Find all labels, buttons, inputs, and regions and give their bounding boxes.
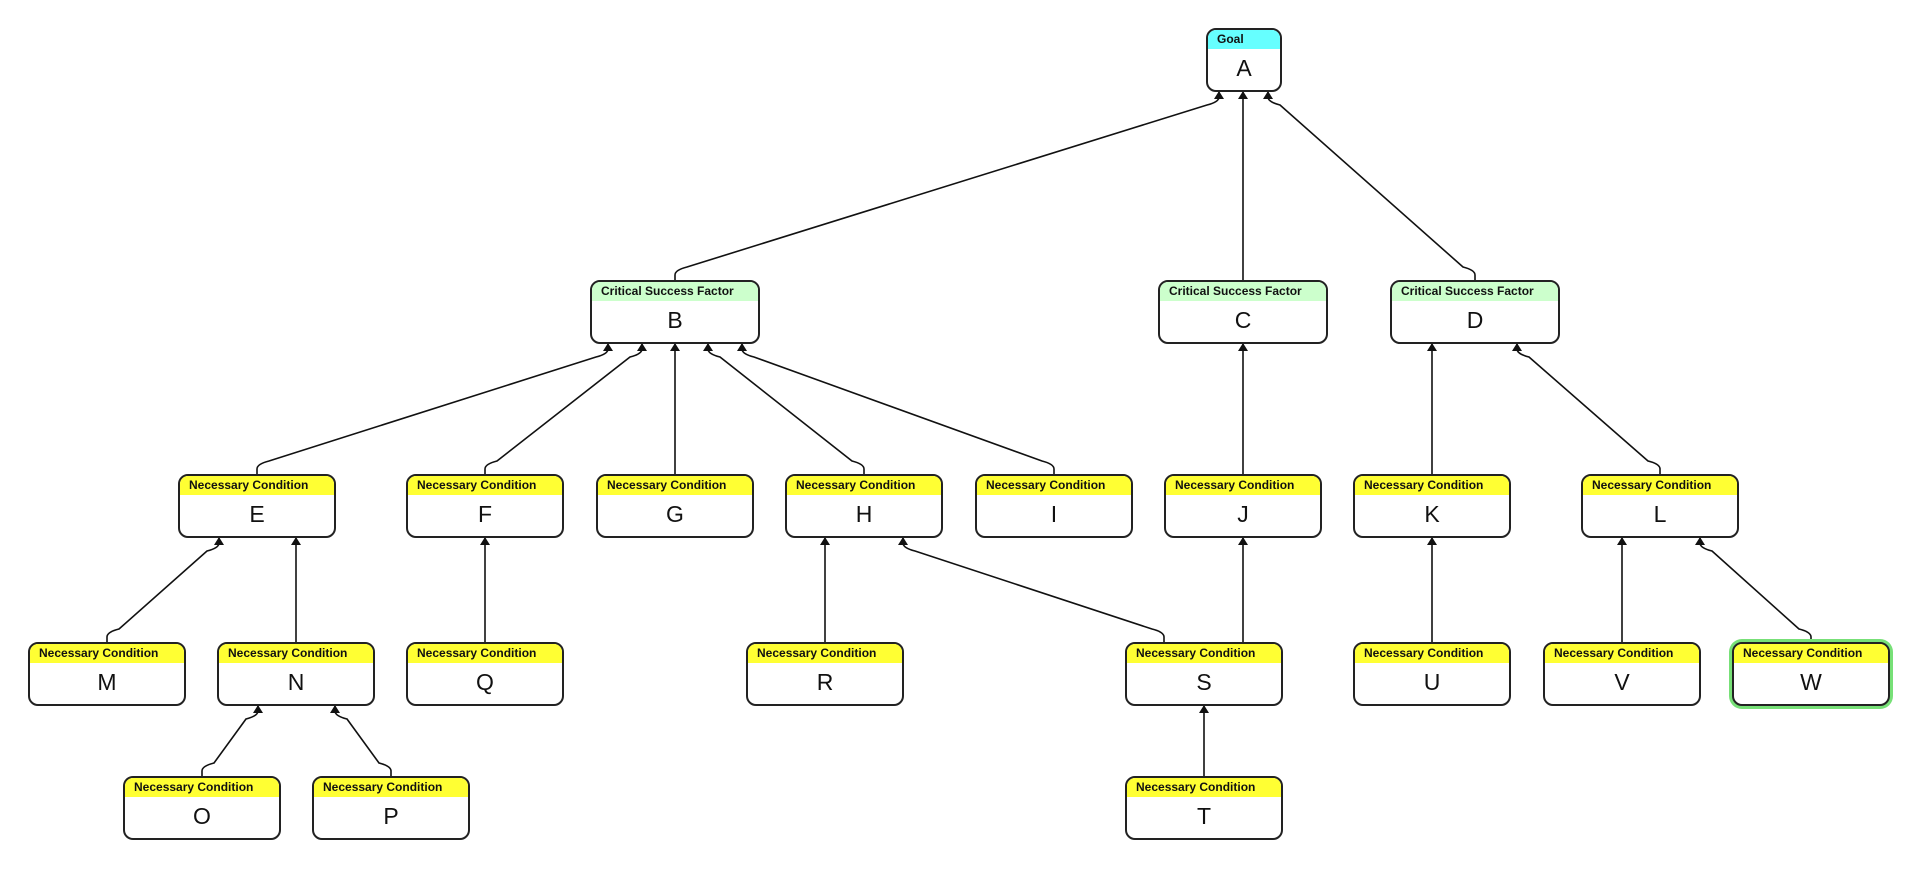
node-type-label: Necessary Condition [787, 476, 941, 495]
node-title: Q [476, 669, 494, 695]
node-title: F [477, 501, 493, 527]
node-title: N [287, 669, 305, 695]
node-type-label: Necessary Condition [1166, 476, 1320, 495]
node-title: C [1234, 307, 1252, 333]
edge-m-to-e [106, 537, 224, 642]
node-title: R [816, 669, 834, 695]
edge-i-to-b [737, 343, 1055, 474]
node-title: E [249, 501, 265, 527]
node-type-label: Necessary Condition [1545, 644, 1699, 663]
node-type-label: Necessary Condition [748, 644, 902, 663]
node-title: G [666, 501, 684, 527]
node-type-label: Necessary Condition [1355, 644, 1509, 663]
edge-f-to-b [484, 343, 647, 474]
node-title: U [1423, 669, 1441, 695]
node-type-label: Critical Success Factor [592, 282, 758, 301]
node-type-label: Necessary Condition [219, 644, 373, 663]
node-title: T [1196, 803, 1212, 829]
node-title: S [1196, 669, 1212, 695]
edge-d-to-a [1263, 91, 1476, 280]
node-title: J [1237, 501, 1249, 527]
edge-p-to-n [330, 705, 392, 776]
node-type-label: Necessary Condition [125, 778, 279, 797]
edge-s-to-h [898, 537, 1165, 642]
edge-l-to-d [1512, 343, 1661, 474]
node-type-label: Necessary Condition [1583, 476, 1737, 495]
node-type-label: Necessary Condition [598, 476, 752, 495]
node-type-label: Necessary Condition [977, 476, 1131, 495]
node-type-label: Necessary Condition [1127, 778, 1281, 797]
node-type-label: Critical Success Factor [1392, 282, 1558, 301]
node-type-label: Necessary Condition [408, 476, 562, 495]
node-type-label: Necessary Condition [30, 644, 184, 663]
edge-o-to-n [201, 705, 263, 776]
node-title: L [1653, 501, 1667, 527]
node-type-label: Necessary Condition [314, 778, 468, 797]
node-type-label: Necessary Condition [1355, 476, 1509, 495]
node-title: O [193, 803, 211, 829]
node-type-label: Necessary Condition [408, 644, 562, 663]
node-type-label: Necessary Condition [180, 476, 334, 495]
node-title: P [383, 803, 399, 829]
node-title: I [1050, 501, 1058, 527]
node-type-label: Critical Success Factor [1160, 282, 1326, 301]
node-type-label: Necessary Condition [1127, 644, 1281, 663]
node-title: A [1236, 55, 1252, 81]
node-title: V [1614, 669, 1630, 695]
node-title: B [667, 307, 683, 333]
edge-h-to-b [703, 343, 865, 474]
node-type-label: Necessary Condition [1734, 644, 1888, 663]
node-title: D [1466, 307, 1484, 333]
node-title: H [855, 501, 873, 527]
edge-e-to-b [256, 343, 613, 474]
node-title: W [1800, 669, 1822, 695]
node-title: K [1424, 501, 1440, 527]
node-type-label: Goal [1208, 30, 1280, 49]
edge-w-to-l [1695, 537, 1812, 642]
edge-b-to-a [674, 91, 1224, 280]
node-title: M [97, 669, 117, 695]
